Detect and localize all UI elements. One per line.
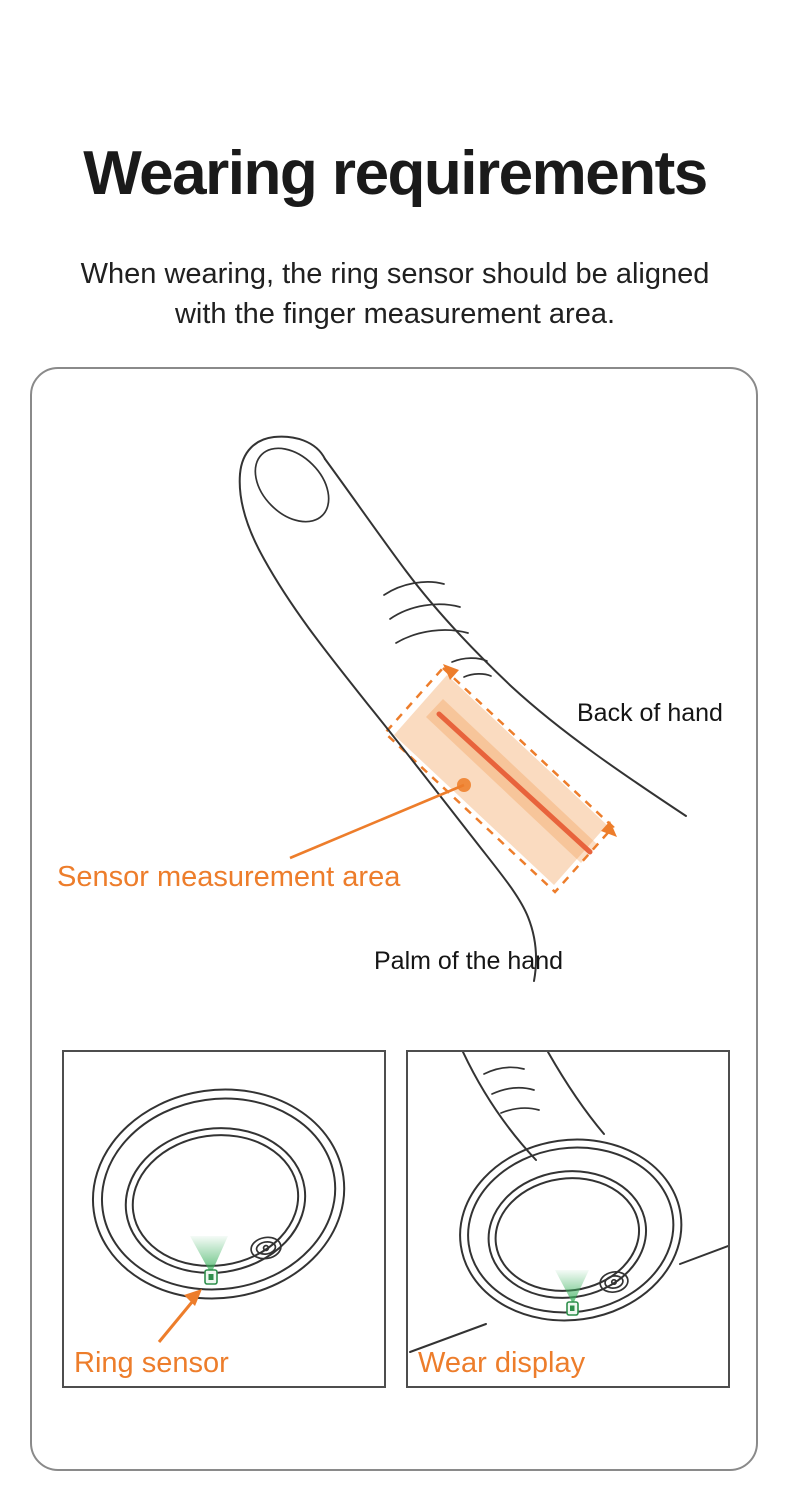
fingernail: [254, 447, 330, 523]
ring-sensor-arrow-line: [157, 1295, 199, 1343]
page-subtitle: When wearing, the ring sensor should be …: [80, 258, 710, 331]
sensor-chip-dot: [208, 1274, 214, 1280]
worn-finger-outline: [462, 1052, 605, 1161]
wear-illustration: [409, 1052, 728, 1353]
finger-palm-edge: [238, 473, 537, 982]
label-wear-display: Wear display: [418, 1347, 586, 1379]
sensor-band: [394, 675, 607, 885]
knuckle-wrinkles: [383, 581, 492, 678]
worn-sensor-chip-dot: [570, 1305, 575, 1311]
hand-edge-lines: [409, 1245, 728, 1353]
worn-charging-contact-icon: [599, 1271, 629, 1293]
ring-illustration: [91, 1088, 346, 1343]
ring-body: [91, 1088, 346, 1300]
finger-tip-outline: [239, 435, 326, 475]
label-palm-of-hand: Palm of the hand: [374, 947, 564, 975]
finger-back-edge: [324, 458, 687, 817]
ring-sensor-panel: Ring sensor: [62, 1050, 386, 1388]
sensor-band-outline: [383, 666, 615, 894]
page-title: Wearing requirements: [83, 139, 708, 208]
worn-finger-wrinkles: [483, 1066, 540, 1114]
label-back-of-hand: Back of hand: [577, 699, 723, 727]
band-arrow-down-icon: [601, 821, 617, 837]
sensor-measurement-line: [436, 711, 593, 855]
sensor-glow-icon: [190, 1236, 228, 1274]
band-arrow-up-icon: [443, 664, 459, 680]
label-ring-sensor: Ring sensor: [74, 1347, 229, 1379]
label-sensor-area: Sensor measurement area: [57, 861, 401, 893]
sensor-pointer-line: [289, 783, 465, 860]
ring-sensor-arrowhead-icon: [184, 1289, 202, 1306]
diagram-panel: Back of hand Sensor measurement area Pal…: [30, 367, 758, 1471]
charging-contact-icon: [250, 1236, 282, 1260]
finger-illustration: [238, 435, 687, 982]
worn-sensor-glow-icon: [555, 1270, 589, 1304]
wear-display-panel: Wear display: [406, 1050, 730, 1388]
